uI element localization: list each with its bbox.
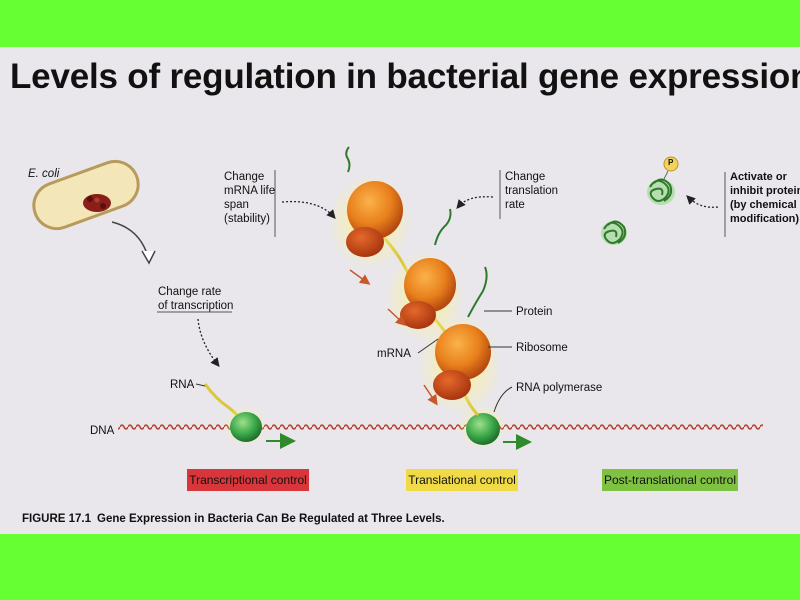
figure-caption-text: Gene Expression in Bacteria Can Be Regul…	[97, 513, 445, 525]
slide: Levels of regulation in bacterial gene e…	[0, 47, 800, 534]
rna-polymerase-right	[466, 413, 500, 445]
folded-protein-active	[647, 156, 679, 205]
page-title: Levels of regulation in bacterial gene e…	[10, 57, 800, 96]
folded-protein-inactive	[601, 220, 627, 245]
change-translation-label: Change translation rate	[505, 171, 559, 211]
dna-label: DNA	[90, 425, 115, 437]
protein-label: Protein	[516, 306, 553, 318]
ecoli-cell	[32, 159, 140, 231]
figure-number: FIGURE 17.1	[22, 513, 92, 525]
dna-strand	[118, 424, 763, 432]
change-transcription-label: Change rate of transcription	[158, 286, 234, 312]
rna-polymerase-left	[230, 412, 262, 442]
phosphate-label: P	[668, 158, 674, 167]
mrna-label: mRNA	[377, 348, 411, 360]
change-mrna-life-label: Change mRNA life span (stability)	[224, 171, 276, 225]
translational-control-bar: Translational control	[406, 469, 518, 491]
ecoli-label: E. coli	[28, 168, 60, 180]
rna-polymerase-label: RNA polymerase	[516, 382, 603, 394]
post-translational-control-bar: Post-translational control	[602, 469, 738, 491]
activate-protein-label: Activate or inhibit protein (by chemical…	[730, 171, 800, 225]
rna-label: RNA	[170, 379, 195, 391]
ribosome-label: Ribosome	[516, 342, 568, 354]
ribosome-1	[328, 174, 412, 270]
transcriptional-control-bar: Transcriptional control	[187, 469, 309, 491]
figure-caption: FIGURE 17.1 Gene Expression in Bacteria C…	[22, 513, 451, 525]
regulation-diagram	[32, 146, 763, 450]
ribosome-3	[418, 315, 502, 415]
